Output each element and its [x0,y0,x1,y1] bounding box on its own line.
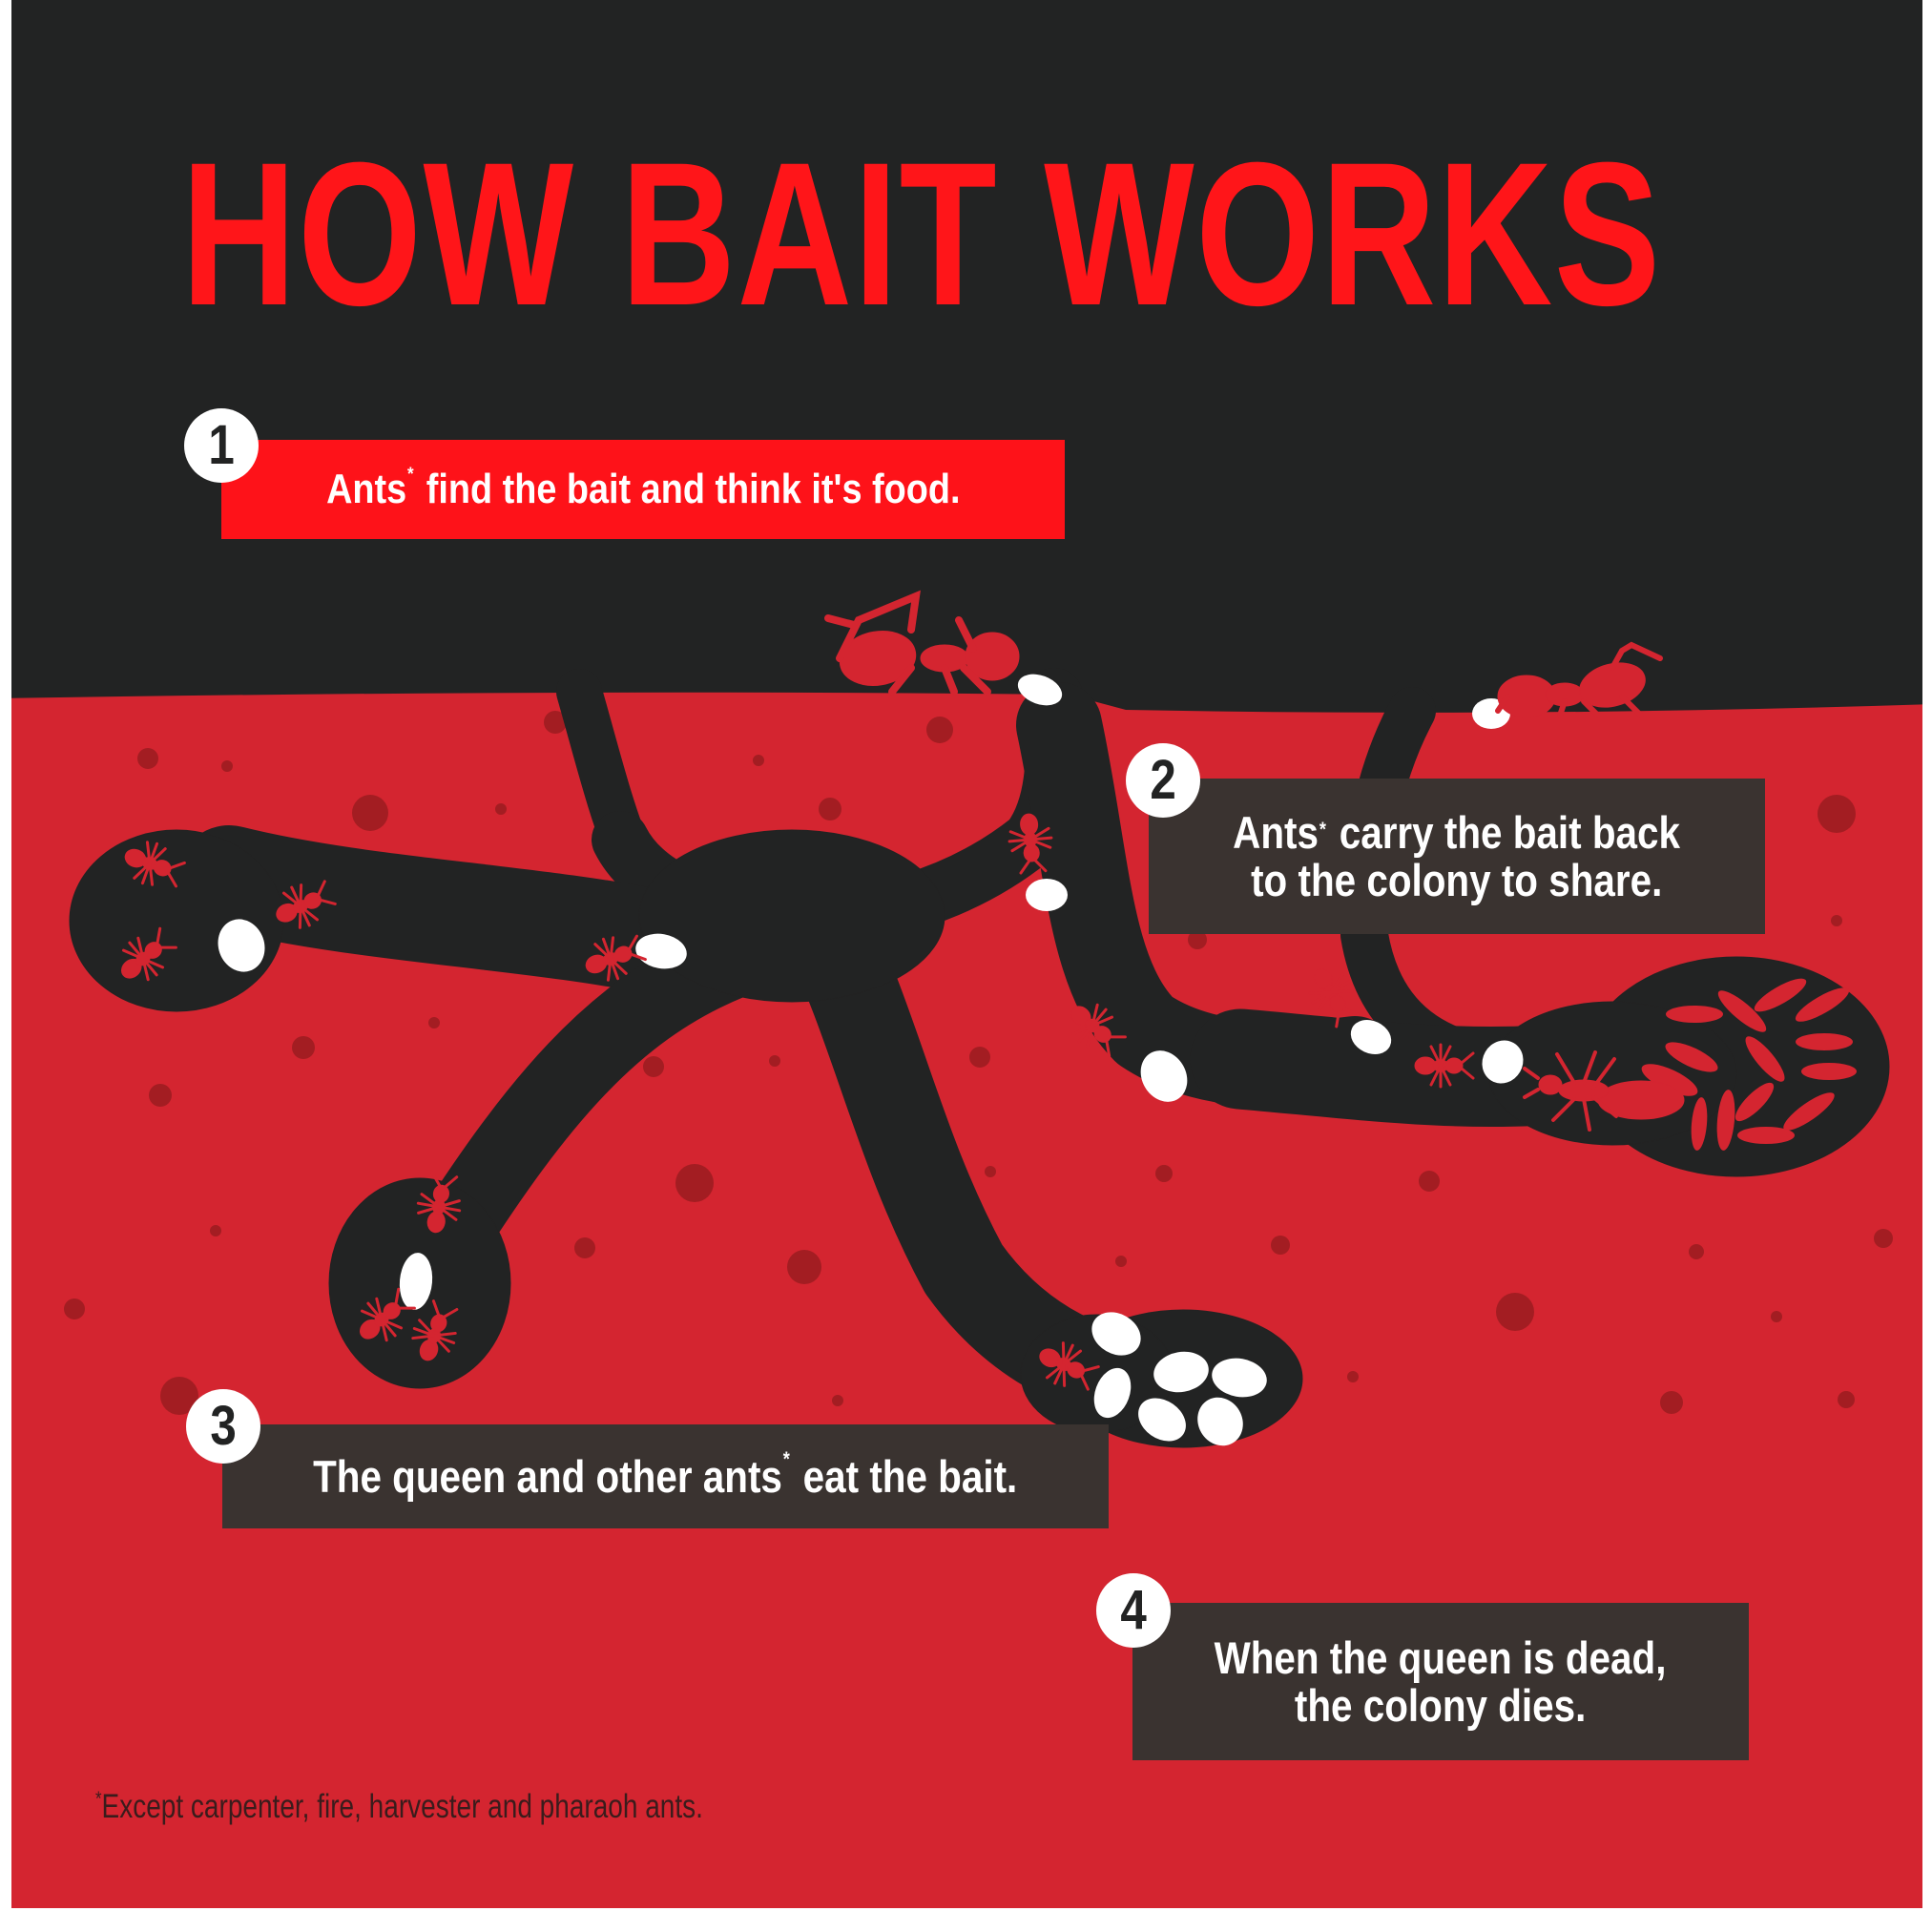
step-1-line-1: Ants* find the bait and think it's food. [325,464,961,512]
step-1-caption: Ants* find the bait and think it's food. [221,440,1065,539]
bait-pellet-icon [218,674,1524,1310]
soil-spots [64,711,1893,1415]
step-4-caption: When the queen is dead, the colony dies. [1132,1603,1749,1760]
step-2-number-badge: 2 [1126,743,1200,818]
step-2-caption: Ants* carry the bait back to the colony … [1149,779,1765,934]
step-4-number-badge: 4 [1096,1573,1171,1648]
step-3-line-1: The queen and other ants* eat the bait. [313,1447,1018,1502]
step-3-number-badge: 3 [186,1389,260,1464]
footnote: *Except carpenter, fire, harvester and p… [95,1788,703,1825]
step-1-number-badge: 1 [184,408,259,483]
step-2-line-1: Ants* carry the bait back [1233,806,1681,858]
infographic: HOW BAIT WORKS Ants* find the bait and t… [11,0,1922,1908]
larvae-icon [1641,978,1857,1151]
queen-ant-icon [1523,1050,1685,1132]
ant-icon [824,590,1663,718]
page-title: HOW BAIT WORKS [181,120,1662,348]
step-2-line-2: to the colony to share. [1251,854,1663,905]
step-4-line-2: the colony dies. [1295,1679,1587,1731]
step-3-caption: The queen and other ants* eat the bait. [222,1424,1109,1528]
step-4-line-1: When the queen is dead, [1215,1631,1667,1683]
ant-tunnel-diagram [11,590,1922,1908]
egg-icon [1091,1312,1267,1446]
